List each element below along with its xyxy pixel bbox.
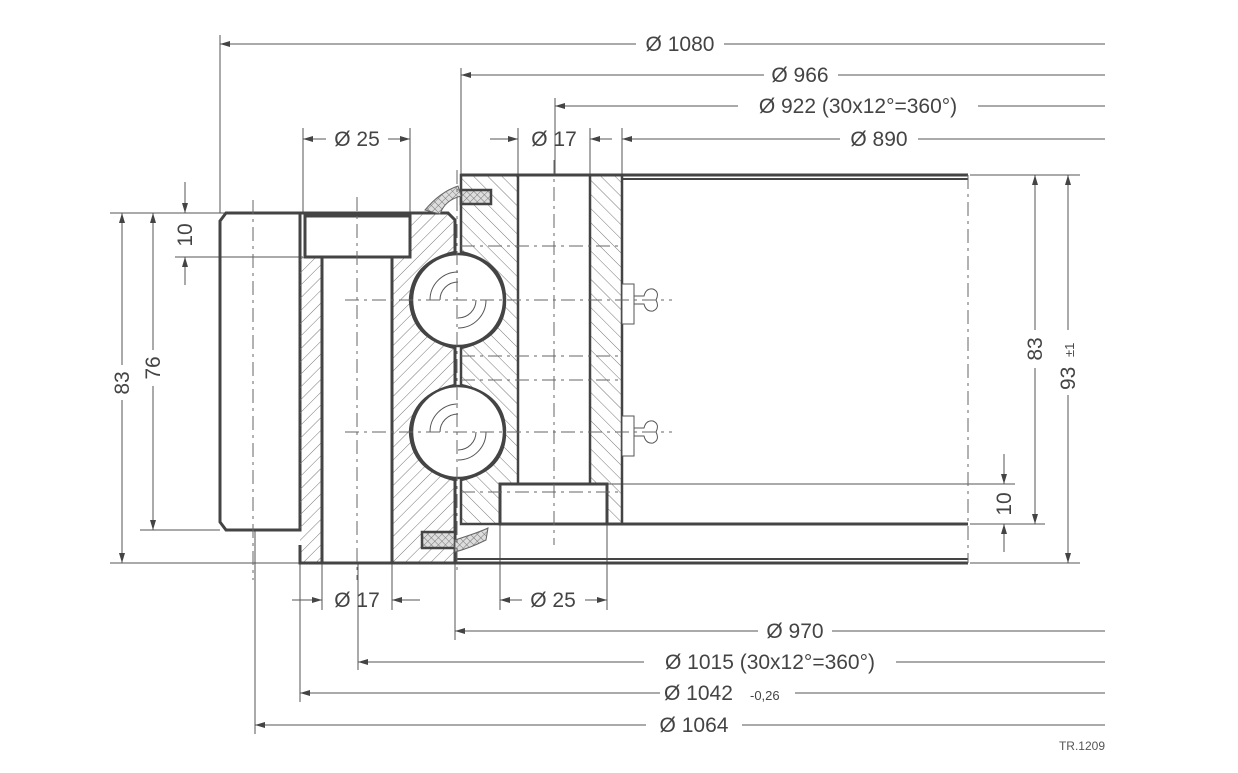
center-lines [252, 160, 672, 580]
drawing-reference: TR.1209 [1059, 739, 1105, 753]
dim-d1042: Ø 1042 [664, 682, 733, 705]
dim-h83-left: 83 [111, 371, 134, 394]
dim-d1080: Ø 1080 [646, 33, 715, 56]
seal-bottom [420, 530, 457, 550]
dim-d970: Ø 970 [766, 620, 823, 643]
seal-top [459, 188, 493, 206]
dim-d25-top: Ø 25 [334, 128, 380, 151]
dim-h93-tolerance: ±1 [1062, 343, 1077, 357]
dim-d890: Ø 890 [850, 128, 907, 151]
dim-h76-left: 76 [142, 356, 165, 379]
top-dimensions: Ø 1080 Ø 966 Ø 922 (30x12°=360°) Ø 890 Ø… [220, 33, 1105, 151]
grease-nipple-lower [621, 415, 658, 457]
dim-d1064: Ø 1064 [660, 714, 729, 737]
extension-lines [110, 35, 1080, 734]
dim-d17-top: Ø 17 [531, 128, 577, 151]
seals [420, 185, 493, 553]
dim-h10-right: 10 [993, 492, 1016, 515]
dim-d17-bottom: Ø 17 [334, 589, 380, 612]
dim-h83-right: 83 [1024, 337, 1047, 360]
dim-d25-bottom: Ø 25 [530, 589, 576, 612]
outer-ring [218, 211, 457, 565]
dim-d966: Ø 966 [771, 64, 828, 87]
dim-d1015: Ø 1015 (30x12°=360°) [665, 651, 875, 674]
inner-ring [455, 173, 969, 565]
bottom-dimensions: Ø 17 Ø 25 Ø 970 Ø 1015 (30x12°=360°) Ø 1… [255, 589, 1105, 737]
dim-h10-left: 10 [174, 223, 197, 246]
grease-nipples [621, 283, 658, 457]
left-dimensions: 83 76 10 [111, 182, 197, 563]
grease-nipple-upper [621, 283, 658, 325]
right-dimensions: 83 93 ±1 10 [993, 175, 1080, 563]
dim-d1042-tolerance: -0,26 [750, 688, 780, 703]
dim-h93-right: 93 [1057, 367, 1080, 390]
dim-d922: Ø 922 (30x12°=360°) [759, 95, 957, 118]
